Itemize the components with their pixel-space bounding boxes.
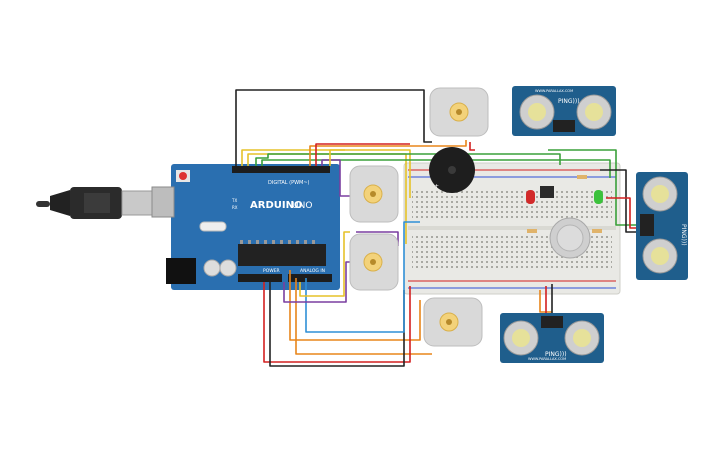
arduino-model-text: UNO xyxy=(292,201,312,211)
wire-orange-1 xyxy=(289,270,421,341)
led-green xyxy=(594,190,603,204)
gas-sensor-icon xyxy=(549,217,591,259)
digital-header-label: DIGITAL (PWM~) xyxy=(268,180,310,186)
wire-yellow-low xyxy=(299,231,350,297)
wire-green-right xyxy=(548,149,640,226)
wire-purple-1 xyxy=(321,159,356,197)
sensor-bottom-sub: WWW.PARALLAX.COM xyxy=(528,357,566,361)
sensor-top-sub: WWW.PARALLAX.COM xyxy=(535,89,573,93)
analog-in-label: ANALOG IN xyxy=(300,268,325,274)
sensor-right: PING))) WWW.PARALLAX.COM xyxy=(636,172,693,280)
wire-black-right xyxy=(600,169,640,233)
sensor-right-name: PING))) xyxy=(680,224,687,246)
rx-label: RX xyxy=(232,205,238,210)
sensor-top-name: PING))) xyxy=(558,98,580,105)
led-red xyxy=(526,190,535,204)
sensor-bottom: PING))) WWW.PARALLAX.COM xyxy=(500,313,604,363)
arduino-logo-text: ARDUINO xyxy=(250,200,302,211)
arduino-board: ARDUINO UNO DIGITAL (PWM~) POWER ANALOG … xyxy=(151,164,340,290)
wire-black-top xyxy=(235,89,432,166)
piezo-buzzer-icon: + xyxy=(429,147,475,193)
usb-cable-icon xyxy=(36,187,155,219)
wire-orange-2 xyxy=(295,278,432,355)
resistors xyxy=(527,175,602,233)
motor-bottom xyxy=(423,297,483,347)
wire-red-right xyxy=(606,197,640,229)
breadboard xyxy=(403,162,621,295)
sensor-right-sub: WWW.PARALLAX.COM xyxy=(689,204,693,242)
wire-purple-low xyxy=(283,261,356,303)
wire-orange-top xyxy=(309,140,467,166)
wire-orange-bottom-sensor xyxy=(539,290,552,313)
wire-red-low xyxy=(263,282,411,363)
sensor-bottom-name: PING))) xyxy=(545,351,567,358)
motor-left-top xyxy=(349,165,399,223)
wire-green-1 xyxy=(255,153,561,166)
wires xyxy=(235,89,640,367)
wire-red-top xyxy=(315,143,410,166)
tx-label: TX xyxy=(231,198,237,203)
wire-yellow-3 xyxy=(329,149,345,166)
motor-left-bottom xyxy=(349,233,399,291)
svg-text:+: + xyxy=(434,183,439,190)
wire-blue xyxy=(305,221,420,333)
wire-yellow-1 xyxy=(241,149,411,198)
motor-top xyxy=(429,87,489,137)
wire-red-motor-top xyxy=(469,142,475,151)
sensor-top: PING))) WWW.PARALLAX.COM xyxy=(512,86,616,136)
power-label: POWER xyxy=(263,268,280,274)
ic-chip xyxy=(540,186,554,198)
